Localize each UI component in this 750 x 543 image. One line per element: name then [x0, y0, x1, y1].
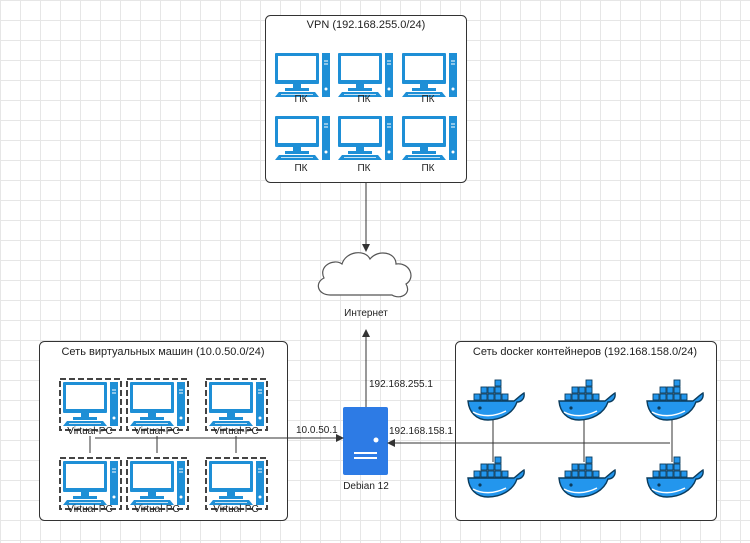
vm-group-title: Сеть виртуальных машин (10.0.50.0/24): [61, 346, 264, 358]
virtual-pc: Virtual-PC: [126, 457, 189, 515]
virtual-pc: Virtual-PC: [59, 457, 122, 515]
vpn-pc-label: ПК: [357, 163, 370, 174]
server-icon: [343, 407, 388, 475]
virtual-pc-label: Virtual-PC: [134, 426, 179, 437]
virtual-pc-label: Virtual-PC: [213, 504, 258, 515]
vpn-pc: ПК: [337, 52, 394, 105]
virtual-pc-label: Virtual-PC: [213, 426, 258, 437]
virtual-pc: Virtual-PC: [205, 457, 268, 515]
server-docker-ip: 192.168.158.1: [389, 426, 453, 437]
docker-network-links: [387, 420, 673, 462]
server-internet-ip: 192.168.255.1: [369, 379, 433, 390]
server-vm-ip: 10.0.50.1: [296, 425, 338, 436]
vpn-pc-label: ПК: [357, 94, 370, 105]
vpn-group-title: VPN (192.168.255.0/24): [307, 19, 426, 31]
vpn-pc: ПК: [274, 115, 331, 174]
internet-cloud-icon: [317, 252, 412, 298]
vpn-pc-label: ПК: [294, 163, 307, 174]
vpn-pc: ПК: [337, 115, 394, 174]
server-label: Debian 12: [343, 481, 389, 492]
debian-server: Debian 12: [343, 407, 389, 492]
virtual-pc: Virtual-PC: [126, 378, 189, 437]
vpn-pc-label: ПК: [294, 94, 307, 105]
virtual-pc: Virtual-PC: [205, 378, 268, 437]
virtual-pc-label: Virtual-PC: [134, 504, 179, 515]
virtual-pc-label: Virtual-PC: [67, 504, 112, 515]
vpn-pc: ПК: [401, 115, 458, 174]
vpn-pc: ПК: [274, 52, 331, 105]
virtual-pc: Virtual-PC: [59, 378, 122, 437]
docker-group-title: Сеть docker контейнеров (192.168.158.0/2…: [473, 346, 697, 358]
vpn-pc: ПК: [401, 52, 458, 105]
vpn-pc-label: ПК: [421, 94, 434, 105]
virtual-pc-label: Virtual-PC: [67, 426, 112, 437]
vm-network-links: [89, 434, 344, 453]
vpn-pc-label: ПК: [421, 163, 434, 174]
internet-label: Интернет: [344, 308, 388, 319]
